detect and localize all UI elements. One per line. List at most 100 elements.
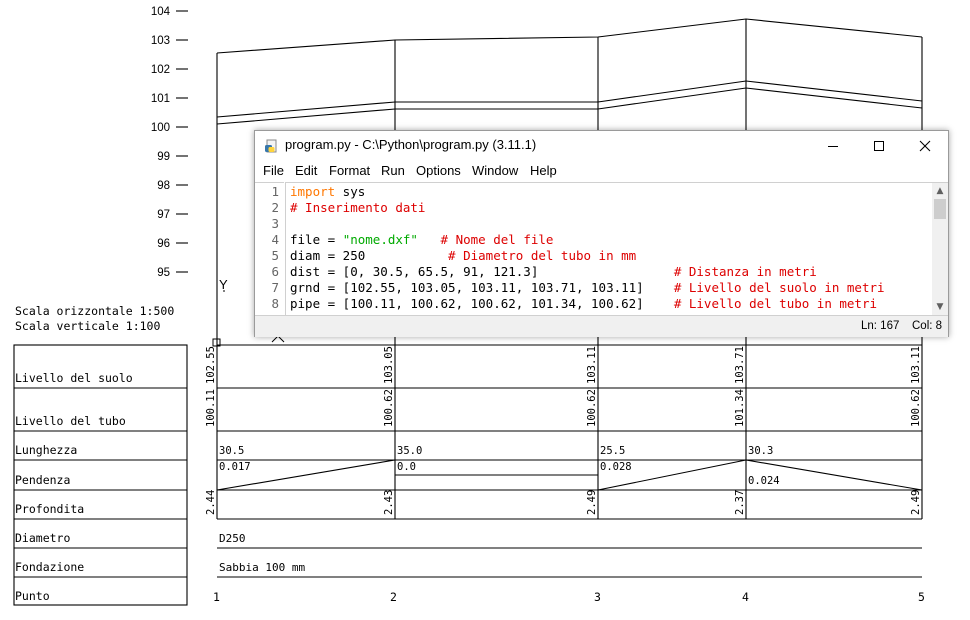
scroll-up-icon[interactable]: ▲ <box>936 186 944 196</box>
code-token: dist = [0, 30.5, 65.5, 91, 121.3] <box>290 264 674 279</box>
axis-tick-label: 96 <box>157 238 170 250</box>
code-token: file = <box>290 232 343 247</box>
code-token: pipe = [100.11, 100.62, 100.62, 101.34, … <box>290 296 674 311</box>
ground-level-value: 102.55 <box>205 346 217 384</box>
keyword-token: import <box>290 184 336 199</box>
code-token <box>418 232 441 247</box>
ground-level-value: 103.11 <box>910 346 922 384</box>
line-number-gutter: 1 2 3 4 5 6 7 8 <box>255 182 284 315</box>
minimize-icon <box>828 145 838 147</box>
code-token: sys <box>335 184 366 199</box>
menu-run[interactable]: Run <box>381 163 405 178</box>
length-value: 25.5 <box>600 445 625 457</box>
depth-value: 2.44 <box>205 490 217 515</box>
depth-value: 2.49 <box>910 490 922 515</box>
pipe-level-value: 100.11 <box>205 389 217 427</box>
axis-tick-label: 97 <box>157 209 170 221</box>
axis-tick-label: 101 <box>151 93 170 105</box>
line-number: 8 <box>271 296 279 311</box>
scrollbar-thumb[interactable] <box>934 199 946 219</box>
status-bar: Ln: 167 Col: 8 <box>255 315 948 337</box>
length-value: 35.0 <box>397 445 422 457</box>
comment-token: # Nome del file <box>440 232 554 247</box>
point-number: 3 <box>594 590 601 604</box>
code-line-8: pipe = [100.11, 100.62, 100.62, 101.34, … <box>290 296 877 312</box>
scale-horizontal-label: Scala orizzontale 1:500 <box>15 304 174 318</box>
axis-tick-label: 102 <box>151 64 170 76</box>
ground-level-value: 103.05 <box>383 346 395 384</box>
point-number: 5 <box>918 590 925 604</box>
menu-help[interactable]: Help <box>530 163 557 178</box>
depth-value: 2.43 <box>383 490 395 515</box>
pipe-bottom-line <box>216 87 923 125</box>
row-label-length: Lunghezza <box>15 443 77 457</box>
length-value: 30.5 <box>219 445 244 457</box>
ucs-label: Y <box>219 277 228 292</box>
menu-bar: File Edit Format Run Options Window Help <box>255 160 948 182</box>
slope-diagonal-4 <box>745 459 923 491</box>
comment-token: # Inserimento dati <box>290 200 426 215</box>
row-label-depth: Profondita <box>15 502 84 516</box>
scroll-down-icon[interactable]: ▼ <box>936 302 944 312</box>
window-title: program.py - C:\Python\program.py (3.11.… <box>285 137 537 152</box>
vertical-scrollbar[interactable]: ▲ ▼ <box>932 182 948 315</box>
code-line-7: grnd = [102.55, 103.05, 103.11, 103.71, … <box>290 280 885 296</box>
line-number: 7 <box>271 280 279 295</box>
slope-value: 0.024 <box>748 475 780 487</box>
code-line-4: file = "nome.dxf" # Nome del file <box>290 232 553 248</box>
string-token: "nome.dxf" <box>342 232 418 247</box>
axis-tick-label: 104 <box>151 6 171 18</box>
pipe-level-value: 101.34 <box>734 389 746 427</box>
comment-token: # Distanza in metri <box>673 264 817 279</box>
ground-profile-line <box>216 18 923 54</box>
line-number: 1 <box>271 184 279 199</box>
slope-diagonal-3 <box>597 459 747 491</box>
row-label-slope: Pendenza <box>15 473 70 487</box>
axis-tick-label: 100 <box>151 122 170 134</box>
slope-value: 0.028 <box>600 461 632 473</box>
python-file-icon <box>265 138 279 153</box>
code-line-6: dist = [0, 30.5, 65.5, 91, 121.3] # Dist… <box>290 264 817 280</box>
pipe-top-line <box>216 80 923 118</box>
pipe-level-value: 100.62 <box>383 389 395 427</box>
menu-options[interactable]: Options <box>416 163 461 178</box>
point-number: 4 <box>742 590 749 604</box>
window-titlebar[interactable]: program.py - C:\Python\program.py (3.11.… <box>255 131 948 160</box>
menu-window[interactable]: Window <box>472 163 519 178</box>
foundation-value: Sabbia 100 mm <box>219 561 305 574</box>
axis-tick-label: 103 <box>151 35 170 47</box>
row-label-diameter: Diametro <box>15 531 70 545</box>
line-number: 6 <box>271 264 279 279</box>
ground-level-value: 103.71 <box>734 346 746 384</box>
minimize-button[interactable] <box>810 131 856 160</box>
pipe-level-value: 100.62 <box>586 389 598 427</box>
slope-value: 0.0 <box>397 461 416 473</box>
scale-vertical-label: Scala verticale 1:100 <box>15 319 160 333</box>
ground-level-value: 103.11 <box>586 346 598 384</box>
comment-token: # Livello del tubo in metri <box>673 296 878 311</box>
diameter-value: D250 <box>219 532 246 545</box>
maximize-button[interactable] <box>856 131 902 160</box>
comment-token: # Diametro del tubo in mm <box>448 248 637 263</box>
line-number: 3 <box>271 216 279 231</box>
menu-format[interactable]: Format <box>329 163 371 178</box>
close-button[interactable] <box>902 131 948 160</box>
code-line-5: diam = 250 # Diametro del tubo in mm <box>290 248 636 264</box>
depth-value: 2.37 <box>734 490 746 515</box>
line-number: 2 <box>271 200 279 215</box>
comment-token: # Livello del suolo in metri <box>673 280 885 295</box>
row-label-foundation: Fondazione <box>15 560 84 574</box>
code-editor[interactable]: import sys # Inserimento dati file = "no… <box>285 182 934 316</box>
menu-edit[interactable]: Edit <box>295 163 318 178</box>
code-line-1: import sys <box>290 184 365 200</box>
status-line: Ln: 167 <box>861 320 900 332</box>
menu-file[interactable]: File <box>263 163 284 178</box>
slope-diagonal-1 <box>216 459 396 491</box>
idle-editor-window[interactable]: program.py - C:\Python\program.py (3.11.… <box>254 130 949 337</box>
data-table-grid <box>13 344 923 606</box>
point-number: 2 <box>390 590 397 604</box>
maximize-icon <box>874 140 884 151</box>
row-label-ground-level: Livello del suolo <box>15 371 133 385</box>
